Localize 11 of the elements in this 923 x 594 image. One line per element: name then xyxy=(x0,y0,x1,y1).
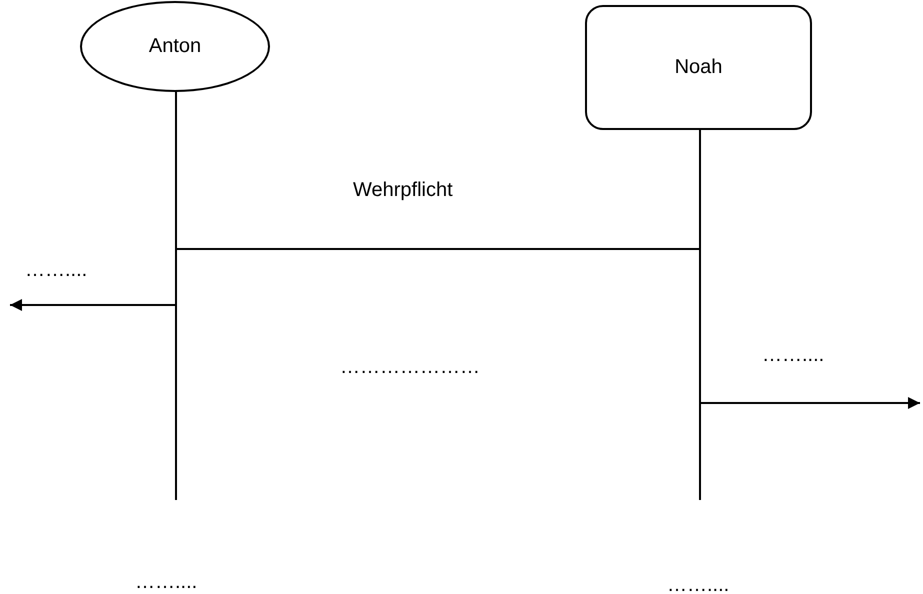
message-line xyxy=(176,248,700,250)
placeholder-text: …….... xyxy=(135,570,198,594)
actor-name: Anton xyxy=(148,35,202,58)
edge-label: Wehrpflicht xyxy=(353,178,453,202)
placeholder-text: …….... xyxy=(667,573,730,594)
arrow xyxy=(10,299,176,311)
placeholder-text: ………………… xyxy=(340,355,480,379)
actor-name: Noah xyxy=(674,56,722,79)
arrow xyxy=(700,397,920,409)
edge-label: …….... xyxy=(762,343,824,367)
edge-label: …….... xyxy=(25,258,88,282)
